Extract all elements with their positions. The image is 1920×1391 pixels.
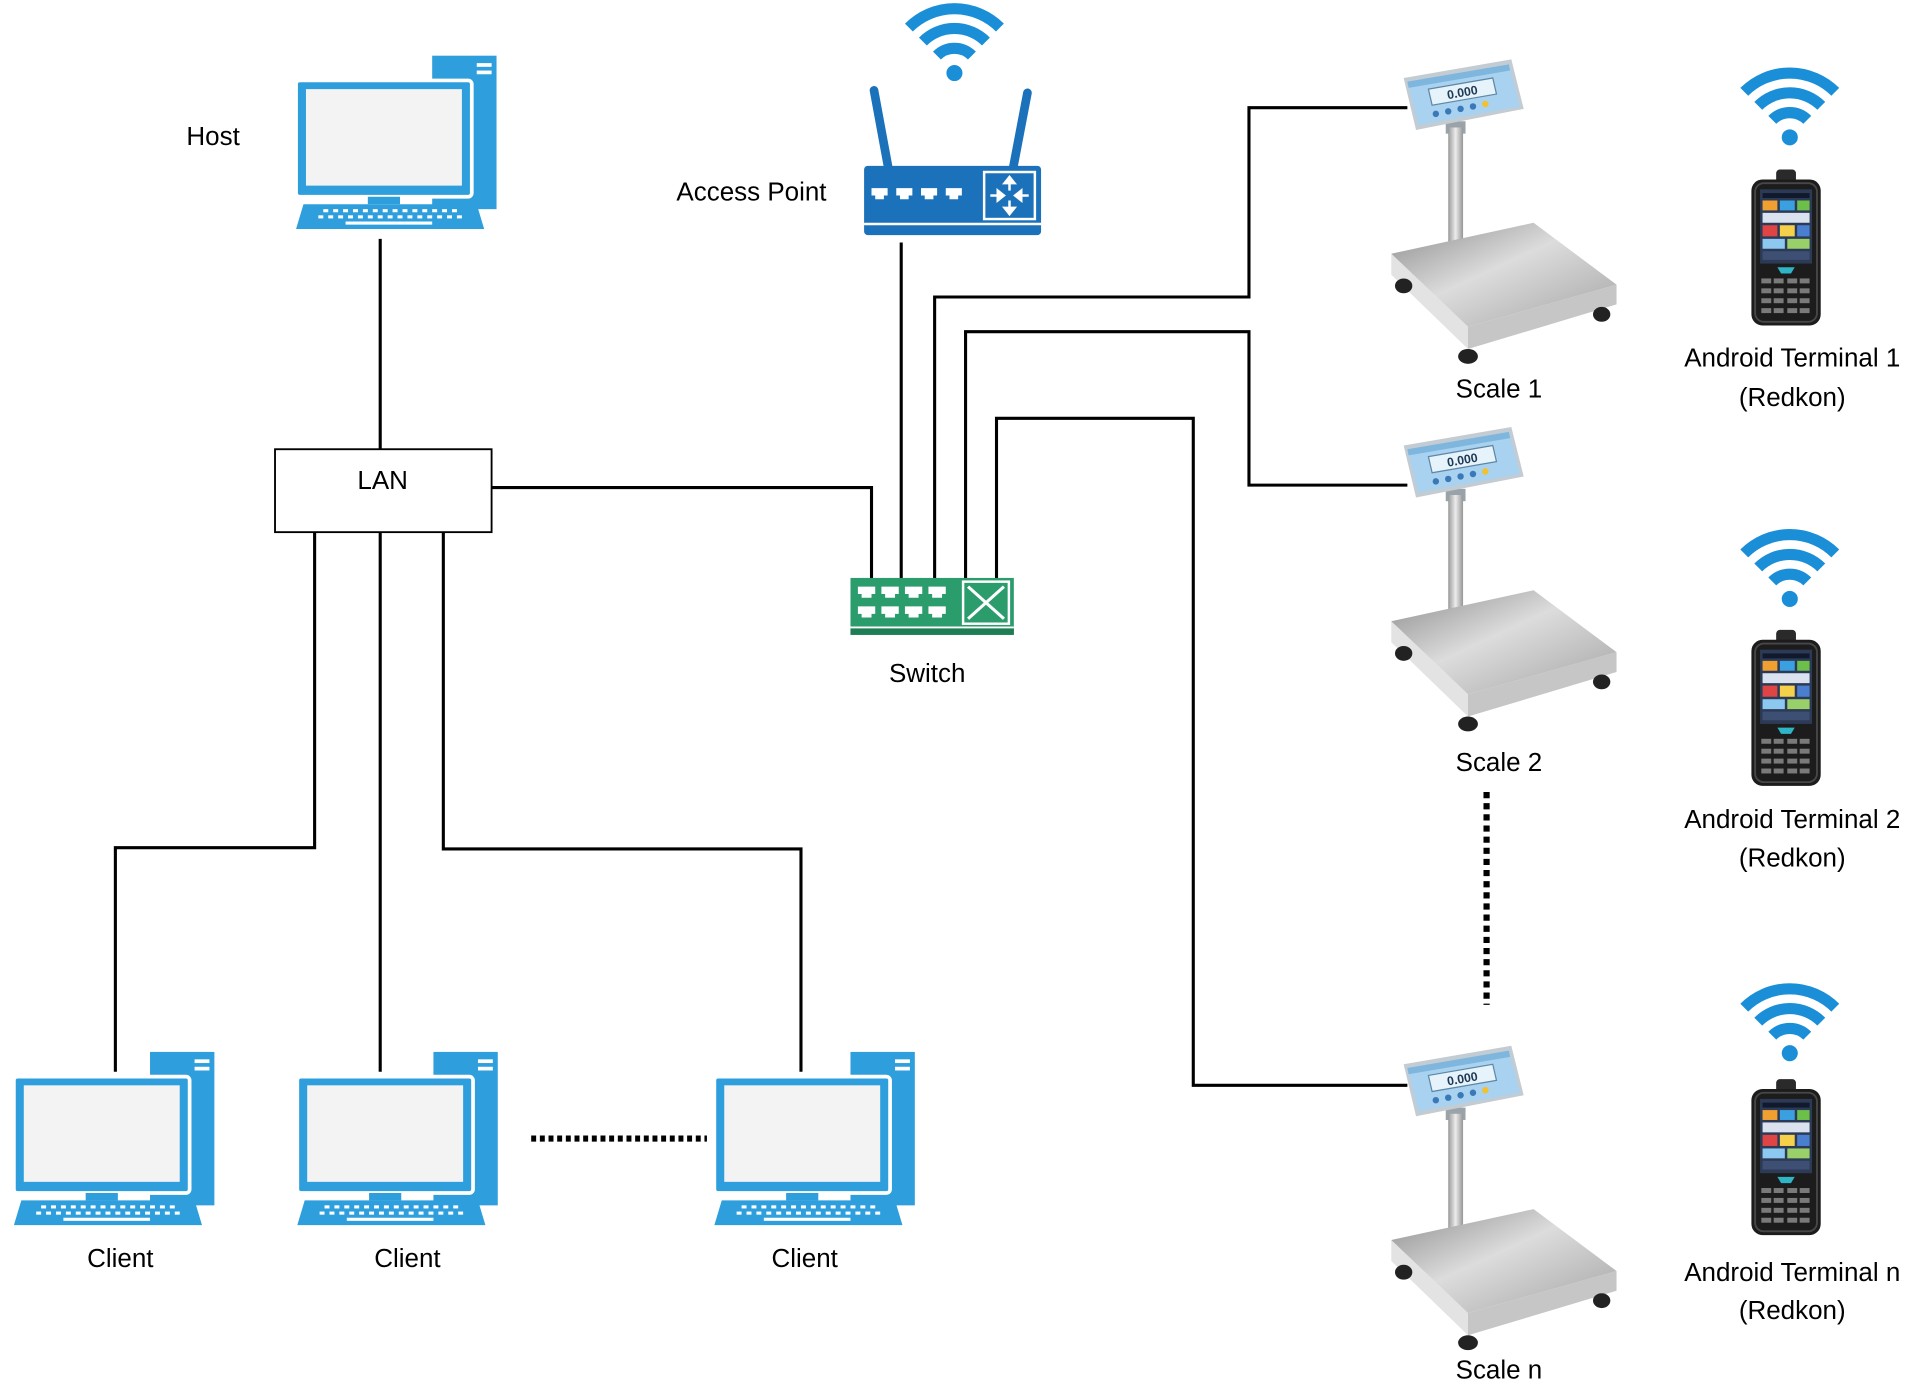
weighing-scale-icon: [1390, 1045, 1618, 1351]
host-label: Host: [186, 121, 240, 151]
android-handheld-terminal-icon: [1750, 628, 1822, 787]
connector-lan-switch: [491, 486, 874, 580]
terminal-node: Android Terminal 2 (Redkon): [1684, 535, 1900, 872]
terminal-model: (Redkon): [1739, 1295, 1846, 1325]
wireless-router-icon: [864, 90, 1041, 235]
access-point-node: Access Point: [676, 9, 1041, 235]
connector-lan-client-1: [113, 532, 317, 1072]
lan-node: LAN: [274, 448, 493, 534]
scale-label: Scale 2: [1456, 747, 1543, 777]
wifi-signal-icon: [1744, 535, 1835, 607]
android-handheld-terminal-icon: [1750, 1078, 1822, 1236]
wifi-signal-icon: [1744, 73, 1835, 145]
network-switch-icon: [848, 576, 1016, 637]
scale-display-reading: 0.000: [1446, 451, 1479, 470]
desktop-computer-icon: [294, 53, 499, 231]
terminal-model: (Redkon): [1739, 842, 1846, 872]
wifi-signal-icon: [1744, 989, 1835, 1061]
connector-lan-client-3: [441, 532, 803, 1072]
switch-node: Switch: [848, 576, 1016, 688]
client-label: Client: [87, 1243, 154, 1273]
client-node: Client: [712, 1050, 917, 1273]
client-node: Client: [295, 1050, 500, 1273]
terminal-name: Android Terminal n: [1684, 1257, 1900, 1287]
desktop-computer-icon: [712, 1050, 917, 1228]
wifi-signal-icon: [909, 9, 1000, 81]
terminal-name: Android Terminal 1: [1684, 342, 1900, 372]
weighing-scale-icon: [1390, 58, 1618, 365]
connector-switch-scale-1: [933, 106, 1408, 580]
lan-label: LAN: [357, 465, 408, 495]
scale-label: Scale n: [1456, 1355, 1543, 1385]
scale-display-reading: 0.000: [1446, 83, 1479, 102]
connectors: [113, 106, 1490, 1142]
desktop-computer-icon: [295, 1050, 500, 1228]
desktop-computer-icon: [12, 1050, 217, 1228]
host-node: Host: [186, 53, 499, 231]
lan-box: [274, 448, 493, 534]
switch-label: Switch: [889, 658, 966, 688]
scale-node: 0.000 Scale 1: [1390, 58, 1618, 403]
client-label: Client: [771, 1243, 838, 1273]
scale-node: 0.000 Scale 2: [1390, 426, 1618, 777]
scale-label: Scale 1: [1456, 373, 1543, 403]
access-point-label: Access Point: [676, 176, 827, 206]
android-handheld-terminal-icon: [1750, 168, 1822, 327]
terminal-name: Android Terminal 2: [1684, 804, 1900, 834]
client-label: Client: [374, 1243, 441, 1273]
weighing-scale-icon: [1390, 426, 1618, 733]
terminal-model: (Redkon): [1739, 382, 1846, 412]
client-node: Client: [12, 1050, 217, 1273]
terminal-node: Android Terminal n (Redkon): [1684, 989, 1900, 1325]
scale-node: 0.000 Scale n: [1390, 1045, 1618, 1385]
connector-switch-scale-n: [994, 416, 1408, 1087]
terminal-node: Android Terminal 1 (Redkon): [1684, 73, 1900, 412]
connector-switch-scale-2: [964, 330, 1408, 580]
scale-display-reading: 0.000: [1446, 1069, 1479, 1088]
